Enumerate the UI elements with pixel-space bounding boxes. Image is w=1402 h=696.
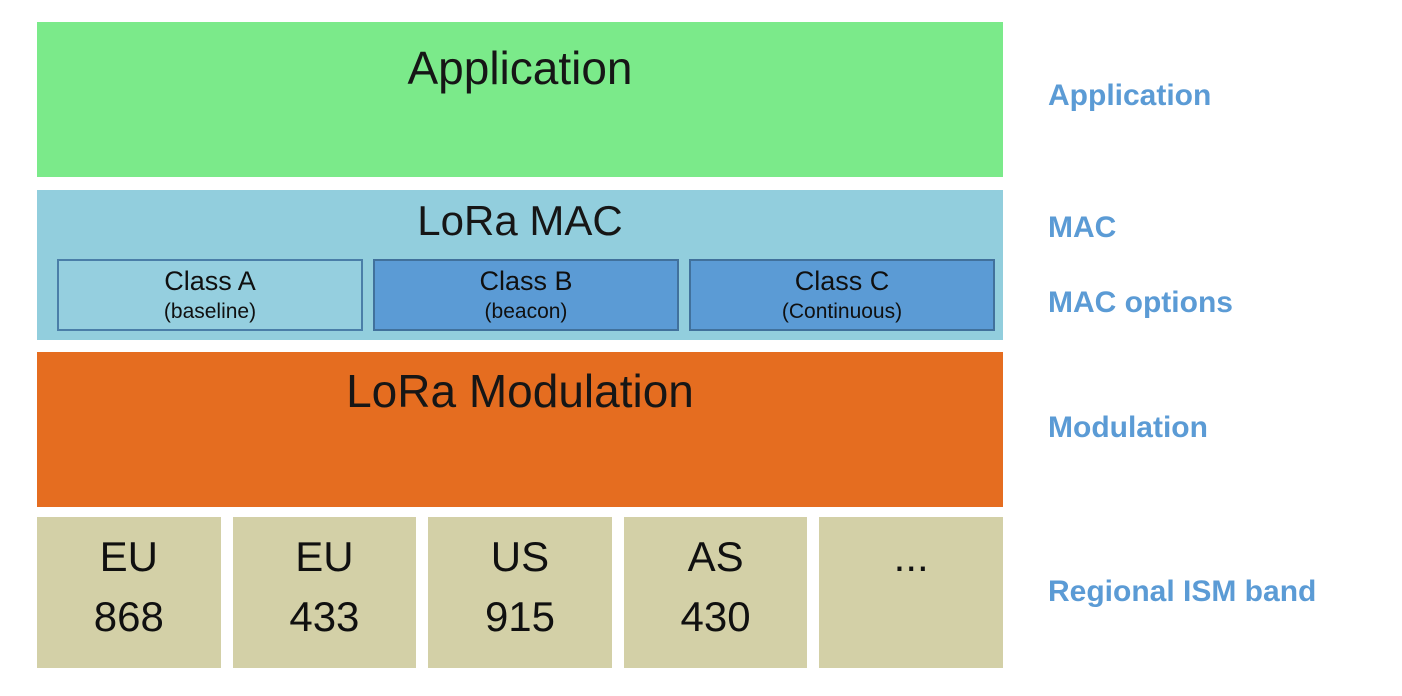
side-label-modulation: Modulation [1048, 411, 1208, 444]
layer-modulation: LoRa Modulation [37, 352, 1003, 507]
band-frequency: 868 [93, 593, 164, 640]
mac-class-b-box: Class B (beacon) [373, 259, 679, 331]
band-us-915: US 915 [428, 517, 612, 668]
layer-mac: LoRa MAC Class A (baseline) Class B (bea… [37, 190, 1003, 340]
regional-band-row: EU 868 EU 433 US 915 AS 430 ... [37, 517, 1003, 668]
mac-class-a-box: Class A (baseline) [57, 259, 363, 331]
layer-application: Application [37, 22, 1003, 177]
band-frequency: 430 [680, 593, 751, 640]
mac-class-a-label: Class A [164, 266, 256, 296]
layer-application-label: Application [407, 42, 633, 94]
side-label-application: Application [1048, 79, 1212, 112]
band-eu-868: EU 868 [37, 517, 221, 668]
mac-class-a-subtitle: (baseline) [163, 300, 257, 323]
band-as-430: AS 430 [623, 517, 808, 668]
band-region: US [490, 533, 550, 580]
band-region: EU [295, 533, 354, 580]
layer-modulation-label: LoRa Modulation [346, 365, 694, 417]
layer-mac-title: LoRa MAC [417, 197, 623, 244]
band-region: EU [99, 533, 158, 580]
band-frequency: 915 [484, 593, 556, 640]
band-frequency: 433 [289, 593, 360, 640]
mac-class-c-box: Class C (Continuous) [689, 259, 995, 331]
side-label-regional-ism-band: Regional ISM band [1048, 575, 1317, 608]
band-eu-433: EU 433 [232, 517, 417, 668]
mac-class-b-label: Class B [479, 266, 573, 296]
band-region: ... [893, 533, 929, 580]
side-label-mac: MAC [1048, 211, 1117, 244]
mac-class-b-subtitle: (beacon) [484, 300, 568, 323]
mac-class-c-label: Class C [794, 266, 890, 296]
band-region: AS [687, 533, 744, 580]
band-ellipsis: ... [819, 517, 1003, 668]
mac-class-c-subtitle: (Continuous) [781, 300, 903, 323]
side-label-mac-options: MAC options [1048, 286, 1233, 319]
mac-class-row: Class A (baseline) Class B (beacon) Clas… [37, 259, 1003, 331]
